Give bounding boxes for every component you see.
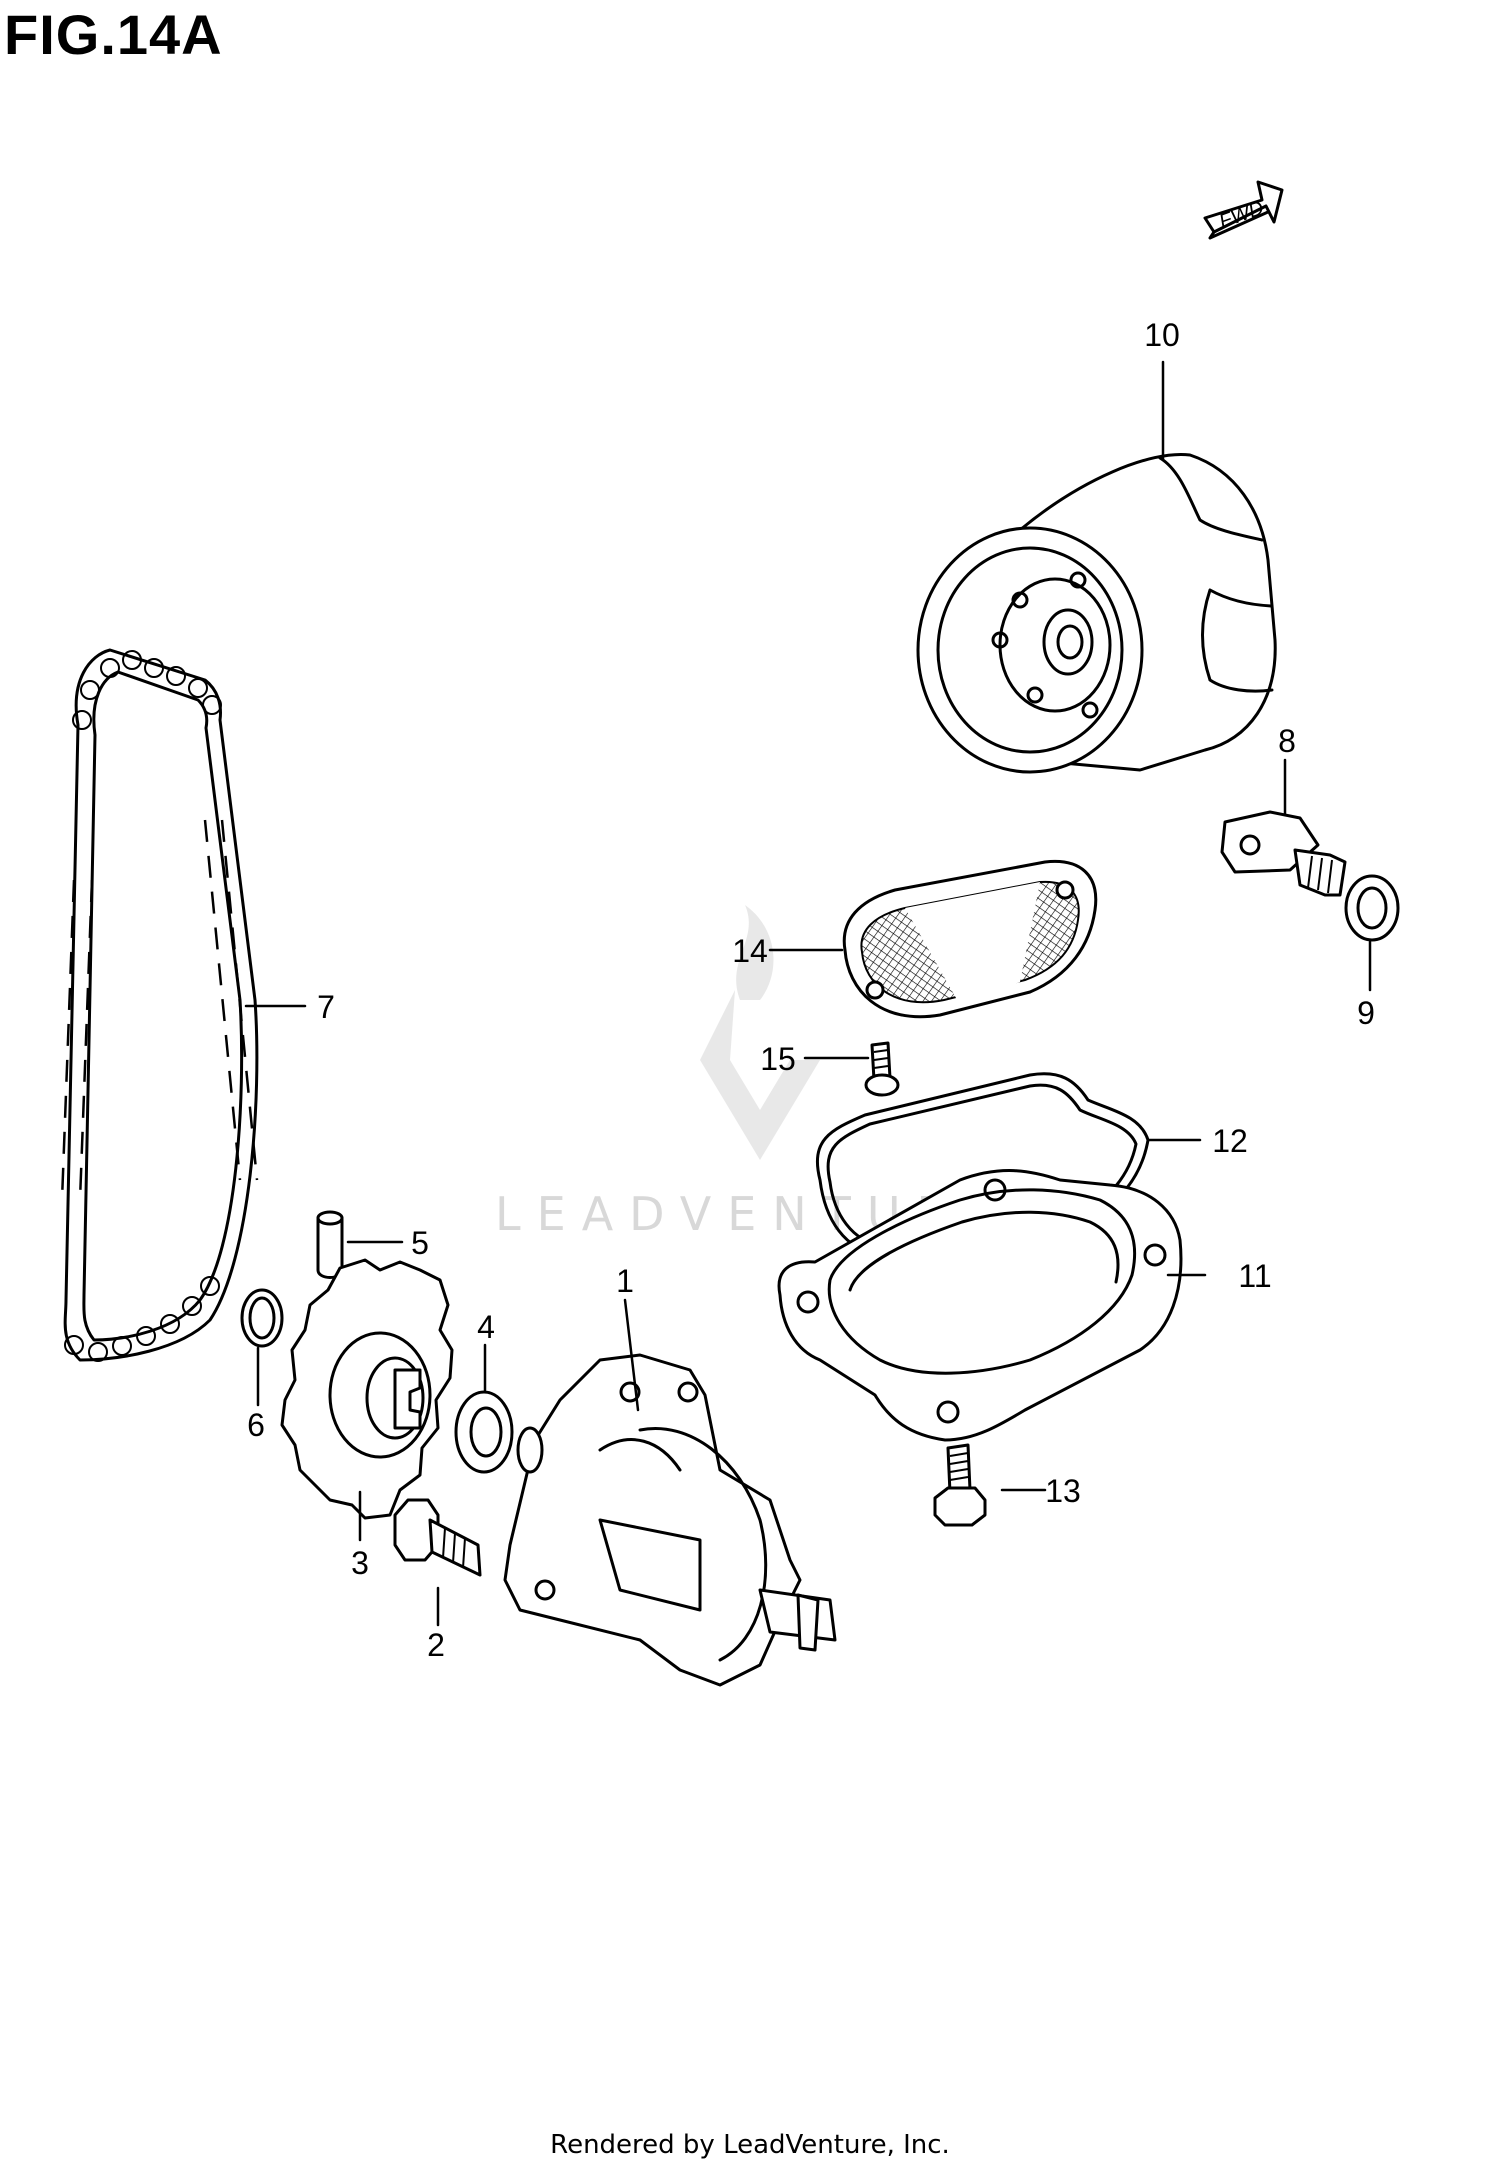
part-8-union-bolt (1220, 810, 1347, 897)
watermark-logo (700, 905, 820, 1160)
part-7-chain (60, 648, 259, 1362)
callout-4: 4 (477, 1309, 495, 1345)
callout-12: 12 (1212, 1123, 1248, 1159)
fwd-arrow-icon: FWD (1203, 180, 1284, 240)
fwd-label: FWD (1216, 197, 1266, 233)
footer-credit: Rendered by LeadVenture, Inc. (550, 2130, 950, 2160)
callout-10: 10 (1144, 317, 1180, 353)
part-5-pin (316, 1210, 344, 1279)
callout-11: 11 (1238, 1258, 1271, 1294)
callout-3: 3 (351, 1545, 369, 1581)
callout-5: 5 (411, 1225, 429, 1261)
part-10-oil-filter (916, 452, 1277, 774)
callout-9: 9 (1357, 995, 1375, 1031)
part-11-cover (777, 1169, 1183, 1442)
callout-1: 1 (616, 1263, 634, 1299)
callout-14: 14 (732, 933, 768, 969)
part-15-screw (864, 1041, 900, 1097)
part-9-washer (1344, 874, 1400, 942)
callout-8: 8 (1278, 723, 1296, 759)
leader-lines (244, 360, 1372, 1627)
callout-15: 15 (760, 1041, 796, 1077)
part-14-strainer (842, 859, 1098, 1019)
part-2-bolt (393, 1498, 482, 1577)
part-13-bolt (933, 1443, 987, 1527)
part-3-sprocket (280, 1258, 454, 1520)
part-4-washer (454, 1390, 514, 1474)
callout-6: 6 (247, 1407, 265, 1443)
callout-7: 7 (317, 989, 335, 1025)
callout-2: 2 (427, 1627, 445, 1663)
part-1-oil-pump (503, 1353, 837, 1687)
part-6-circlip (240, 1288, 284, 1348)
callout-13: 13 (1045, 1473, 1081, 1509)
figure-title: FIG.14A (4, 3, 223, 66)
